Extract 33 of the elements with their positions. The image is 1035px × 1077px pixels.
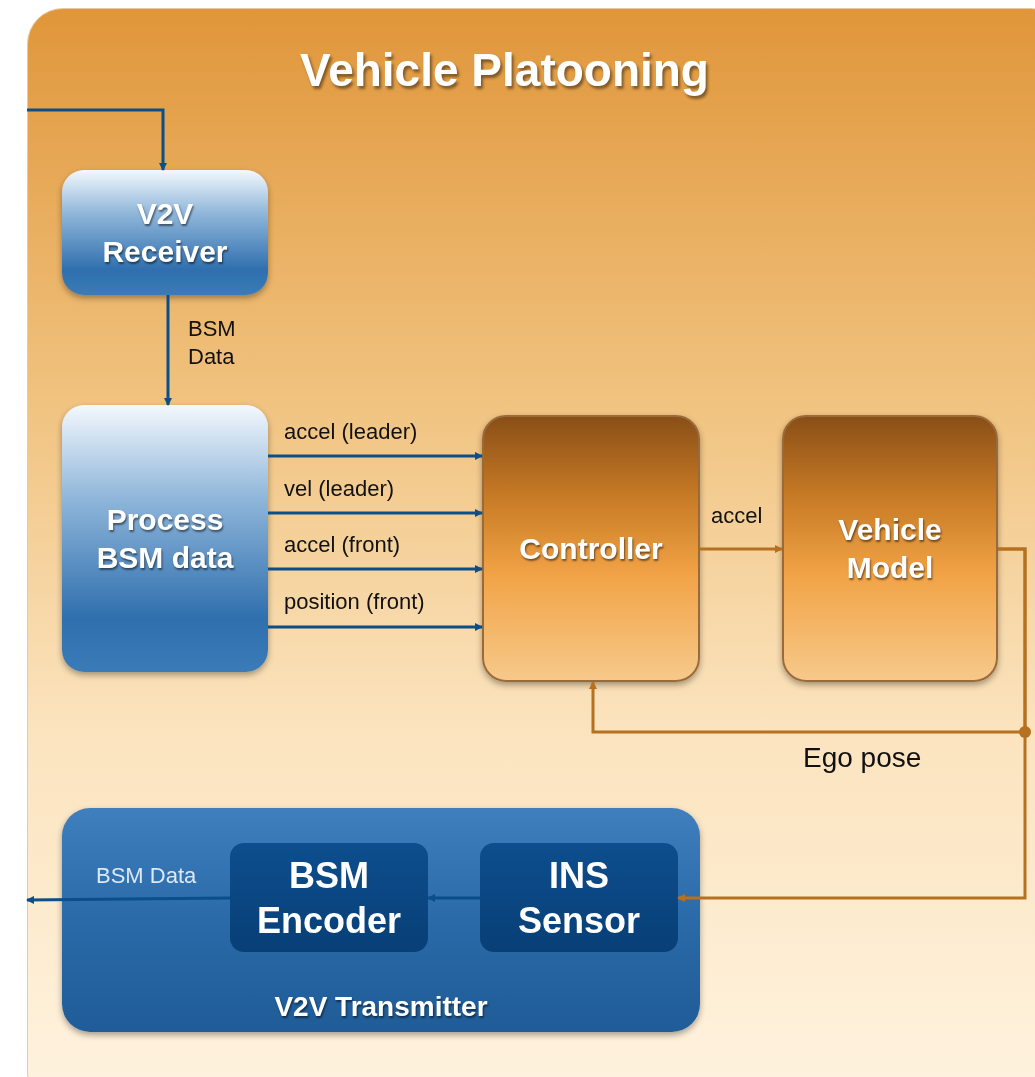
node-label: V2V Transmitter	[273, 990, 489, 1024]
group-box	[62, 808, 700, 1032]
process-box	[482, 415, 700, 682]
edge-label: accel (leader)	[284, 418, 418, 446]
edge-label: BSM Data	[96, 862, 197, 890]
arrow	[164, 295, 172, 406]
node-label: Vehicle Model	[837, 512, 943, 586]
node-label: INS Sensor	[516, 853, 641, 943]
node-label: V2V Receiver	[101, 196, 229, 270]
process-box	[62, 405, 268, 672]
process-box	[230, 843, 428, 952]
edge-label: position (front)	[284, 588, 425, 616]
arrow	[700, 545, 783, 553]
arrow	[26, 895, 230, 904]
edge-label: vel (leader)	[284, 475, 395, 503]
process-box	[480, 843, 678, 952]
edge-label: BSM Data	[188, 315, 237, 370]
arrow	[427, 894, 480, 902]
edge-label: accel	[711, 502, 763, 530]
edge-label: accel (front)	[284, 531, 401, 559]
diagram-title: Vehicle Platooning	[300, 43, 709, 98]
edge-label: Ego pose	[803, 741, 922, 775]
node-label: Controller	[518, 530, 664, 567]
arrow	[268, 509, 483, 517]
arrow	[677, 547, 1027, 902]
process-box	[782, 415, 998, 682]
arrow	[268, 452, 483, 460]
arrow	[27, 108, 167, 171]
arrow	[268, 565, 483, 573]
node-label: Process BSM data	[95, 502, 235, 576]
process-box	[62, 170, 268, 295]
node-label: BSM Encoder	[255, 853, 402, 943]
arrow	[268, 623, 483, 631]
